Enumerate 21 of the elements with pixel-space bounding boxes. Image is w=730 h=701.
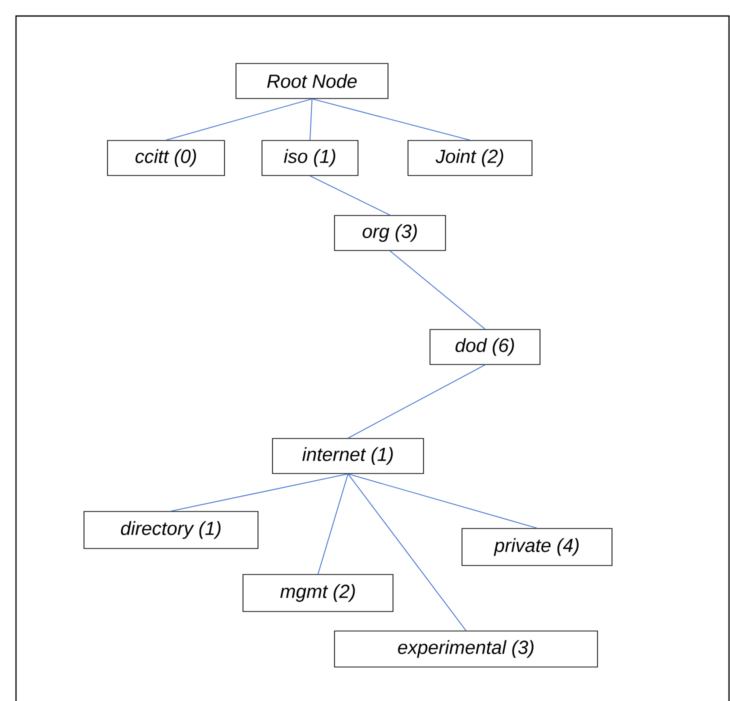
connector-line <box>166 98 312 140</box>
connector-line <box>348 364 486 438</box>
node-box: org (3) <box>334 215 446 251</box>
node-box: iso (1) <box>262 140 358 176</box>
connector-line <box>312 98 470 140</box>
node-box: Root Node <box>236 63 388 99</box>
node-box: Joint (2) <box>408 140 532 176</box>
node-box: ccitt (0) <box>107 140 225 176</box>
connector-line <box>390 250 486 330</box>
connector-line <box>348 474 538 528</box>
node-box: mgmt (2) <box>242 574 394 612</box>
connector-line <box>310 98 312 140</box>
connector-line <box>170 474 348 512</box>
node-box: internet (1) <box>272 438 424 474</box>
node-box: dod (6) <box>430 329 540 365</box>
node-box: experimental (3) <box>334 630 598 668</box>
connector-line <box>348 474 466 631</box>
node-box: private (4) <box>462 528 612 566</box>
node-box: directory (1) <box>84 511 258 549</box>
connector-line <box>318 474 348 574</box>
connector-line <box>310 176 390 216</box>
